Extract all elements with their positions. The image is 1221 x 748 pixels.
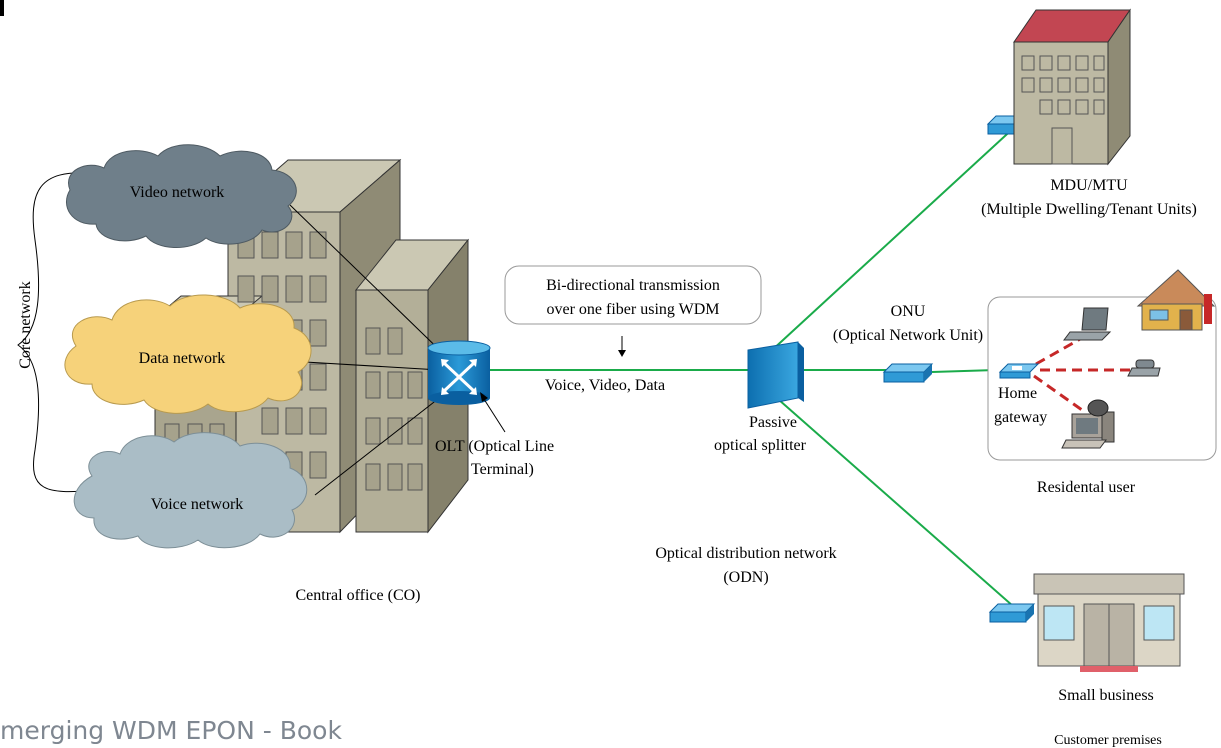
phone-icon (1127, 359, 1161, 377)
core-network-brace (17, 172, 96, 493)
splitter-label-line2: optical splitter (714, 437, 807, 454)
onu-label-line2: (Optical Network Unit) (833, 327, 983, 344)
voice-network-cloud: Voice network (73, 432, 308, 549)
home-gateway-icon (998, 363, 1040, 379)
odn-label-line1: Optical distribution network (655, 545, 836, 562)
home-gateway-label-line2: gateway (994, 409, 1047, 426)
residential-user-box: Home gateway (987, 269, 1217, 461)
small-business-building-icon (1033, 573, 1185, 672)
onu-device-icon (882, 363, 934, 383)
desktop-computer-icon (1061, 399, 1115, 449)
home-gateway-label-line1: Home (998, 385, 1037, 402)
transmission-callout: Bi-directional transmission over one fib… (504, 265, 762, 325)
mdu-building-icon (1013, 8, 1131, 166)
olt-label-line1: OLT (Optical Line (435, 438, 554, 455)
passive-splitter-icon (747, 341, 804, 409)
olt-pointer-arrowhead (480, 392, 488, 402)
data-network-cloud: Data network (64, 294, 312, 414)
mdu-label-line2: (Multiple Dwelling/Tenant Units) (981, 201, 1197, 218)
customer-premises-label: Customer premises (1054, 733, 1162, 748)
transmission-line2: over one fiber using WDM (547, 301, 720, 318)
laptop-icon (1063, 307, 1112, 341)
small-business-label: Small business (1058, 687, 1154, 704)
footer-caption: merging WDM EPON - Book (0, 716, 342, 745)
onu-label-line1: ONU (891, 303, 926, 320)
residential-label: Residental user (1037, 479, 1136, 496)
video-network-cloud: Video network (65, 144, 297, 249)
olt-label-line2: Terminal) (471, 461, 534, 478)
business-onu-icon (988, 603, 1036, 623)
mdu-label-line1: MDU/MTU (1050, 177, 1128, 194)
olt-router-icon (427, 340, 491, 405)
core-network-label: Core network (17, 281, 34, 369)
house-icon (1136, 269, 1216, 331)
splitter-label-line1: Passive (749, 414, 797, 431)
central-office-label: Central office (CO) (296, 587, 421, 604)
services-label: Voice, Video, Data (545, 377, 665, 394)
core-links (289, 204, 456, 496)
fiber-links (488, 123, 1023, 615)
video-network-label: Video network (130, 184, 225, 201)
data-network-label: Data network (139, 350, 226, 367)
odn-label-line2: (ODN) (723, 569, 768, 586)
transmission-arrowhead (618, 350, 626, 357)
slide-mark (0, 0, 4, 16)
transmission-line1: Bi-directional transmission (546, 277, 720, 294)
voice-network-label: Voice network (151, 496, 244, 513)
olt-pointer-arrow (481, 395, 506, 433)
